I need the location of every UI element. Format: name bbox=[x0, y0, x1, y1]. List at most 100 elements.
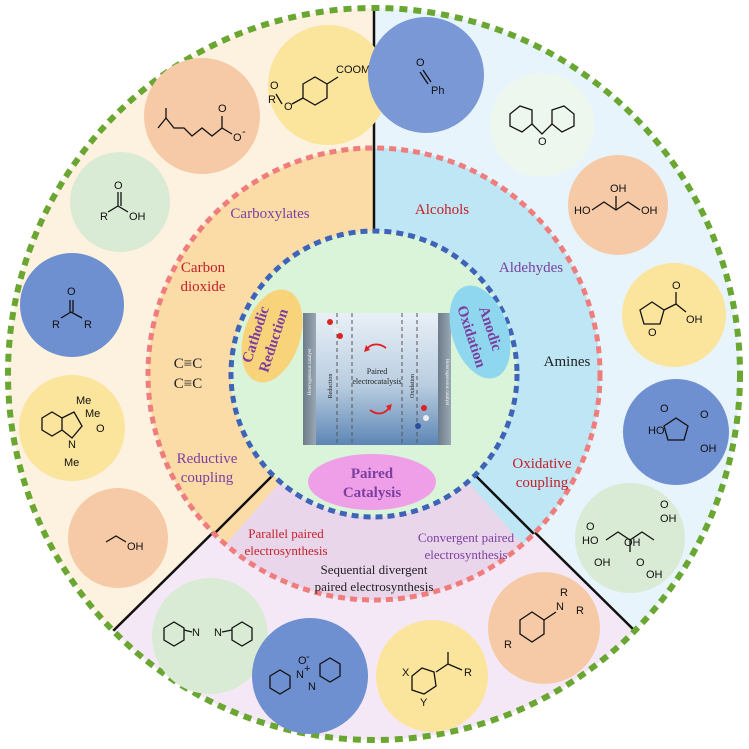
acid-r-label: R bbox=[100, 211, 108, 223]
cell-left-electrode bbox=[303, 313, 316, 445]
acid-oh-label: OH bbox=[129, 211, 146, 223]
molecule-dibenzofuran: O bbox=[490, 73, 594, 177]
label-aldehydes: Aldehydes bbox=[499, 260, 563, 276]
azo-n2-label: N bbox=[214, 627, 222, 639]
aryl-x-label: X bbox=[402, 667, 410, 679]
label-catalysis: Catalysis bbox=[343, 485, 402, 501]
aryl-r-label: R bbox=[464, 667, 472, 679]
oxindole-me2-label: Me bbox=[85, 408, 100, 420]
electrochemical-cell: Paired electrocatalysis Reduction Oxidat… bbox=[303, 313, 451, 445]
ester-r-label: R bbox=[268, 94, 276, 106]
label-dioxide: dioxide bbox=[181, 279, 226, 295]
glycerol-oh1-label: OH bbox=[610, 183, 627, 195]
label-reductive: Reductive bbox=[177, 451, 238, 467]
citric-oh2-label: OH bbox=[624, 537, 641, 549]
oxindole-bubble bbox=[19, 375, 125, 481]
amine-n-label: N bbox=[556, 601, 564, 613]
molecule-carboxylic-acid: R O OH bbox=[70, 152, 170, 252]
glycerol-oh2-label: OH bbox=[641, 205, 658, 217]
furoic-o2-label: O bbox=[672, 280, 681, 292]
citric-ho-label: HO bbox=[582, 535, 599, 547]
label-alkyne-2: C≡C bbox=[174, 376, 202, 392]
anodic-bubble bbox=[449, 285, 511, 379]
label-parallel-1: Parallel paired bbox=[248, 526, 324, 541]
azoxy-n2-label: N bbox=[308, 681, 316, 693]
label-sequential-2: paired electrosynthesis bbox=[315, 579, 434, 594]
citric-oh4-label: OH bbox=[594, 557, 611, 569]
oxindole-n-label: N bbox=[68, 439, 76, 451]
cell-right-electrode bbox=[438, 313, 451, 445]
molecule-furoic-acid: O O OH bbox=[622, 263, 726, 367]
molecule-amine: R N R R bbox=[488, 572, 600, 684]
citric-oh3-label: OH bbox=[646, 569, 663, 581]
carboxylate-bubble bbox=[144, 58, 260, 174]
azoxy-bubble bbox=[252, 618, 368, 734]
carboxylate-o2-label: O bbox=[233, 132, 242, 144]
azoxy-o-label: O bbox=[298, 655, 307, 667]
oxindole-me1-label: Me bbox=[76, 395, 91, 407]
diacid-ho-label: HO bbox=[648, 425, 665, 437]
oxindole-o-label: O bbox=[96, 423, 105, 435]
label-oxidative: Oxidative bbox=[512, 456, 571, 472]
bottom-mid-labels: Parallel paired electrosynthesis Converg… bbox=[244, 526, 514, 594]
heteroaryl-bubble bbox=[376, 620, 488, 732]
ethanol-bubble bbox=[68, 488, 168, 588]
label-alcohols: Alcohols bbox=[415, 202, 469, 218]
molecule-glycerol: HO OH OH bbox=[568, 155, 668, 255]
acid-bubble bbox=[70, 152, 170, 252]
cathodic-bubble bbox=[241, 289, 303, 383]
label-coupling-left: coupling bbox=[181, 470, 234, 486]
carboxylate-o1-label: O bbox=[218, 103, 227, 115]
molecule-citric-acid: O OH O HO OH O OH OH bbox=[575, 483, 685, 593]
dibenzofuran-bubble bbox=[490, 73, 594, 177]
amine-r1-label: R bbox=[560, 587, 568, 599]
cell-reduction-label: Reduction bbox=[328, 374, 334, 399]
ester-o2-label: O bbox=[284, 101, 293, 113]
molecule-benzaldehyde: O Ph bbox=[368, 17, 484, 133]
diacid-bubble bbox=[623, 379, 729, 485]
right-mid-labels: Alcohols Aldehydes Amines Oxidative coup… bbox=[415, 202, 591, 491]
glycerol-bubble bbox=[568, 155, 668, 255]
molecule-azoxy: O - N + N bbox=[252, 618, 368, 734]
cell-right-electrode-label: Heterogeneous catalyst bbox=[444, 359, 449, 406]
cell-left-electrode-label: Heterogeneous catalyst bbox=[308, 348, 313, 395]
ketone-bubble bbox=[20, 253, 124, 357]
molecule-heteroaryl: X Y R bbox=[376, 620, 488, 732]
diacid-o2-label: O bbox=[700, 409, 709, 421]
carboxylate-charge-label: - bbox=[242, 126, 246, 138]
furoic-o-label: O bbox=[648, 327, 657, 339]
molecule-ester: COOMe O R O bbox=[268, 25, 388, 145]
label-carboxylates: Carboxylates bbox=[230, 206, 309, 222]
label-paired: Paired bbox=[351, 466, 394, 482]
acid-o-label: O bbox=[114, 180, 123, 192]
azoxy-plus-label: + bbox=[304, 663, 310, 675]
ketone-r2-label: R bbox=[84, 319, 92, 331]
ester-bubble bbox=[268, 25, 388, 145]
paired-bubble bbox=[308, 454, 436, 510]
cell-body bbox=[303, 313, 451, 445]
label-amines: Amines bbox=[544, 354, 591, 370]
benzaldehyde-ph-label: Ph bbox=[431, 85, 444, 97]
glycerol-ho-label: HO bbox=[574, 205, 591, 217]
label-carbon: Carbon bbox=[181, 260, 226, 276]
azo-bubble bbox=[152, 578, 268, 694]
label-convergent-2: electrosynthesis bbox=[424, 547, 507, 562]
inner-dashed-border bbox=[228, 228, 520, 520]
citric-oh1-label: OH bbox=[660, 513, 677, 525]
label-coupling-right: coupling bbox=[516, 475, 569, 491]
citric-o2-label: O bbox=[586, 521, 595, 533]
oxindole-me3-label: Me bbox=[64, 457, 79, 469]
outer-dashed-border bbox=[5, 5, 743, 743]
ketone-r1-label: R bbox=[52, 319, 60, 331]
amine-r2-label: R bbox=[576, 605, 584, 617]
molecule-ethanol: OH bbox=[68, 488, 168, 588]
ester-o1-label: O bbox=[270, 80, 279, 92]
azo-n1-label: N bbox=[192, 627, 200, 639]
amine-r3-label: R bbox=[504, 639, 512, 651]
azoxy-minus-label: - bbox=[306, 651, 310, 663]
diacid-o1-label: O bbox=[660, 403, 669, 415]
molecule-ketone: O R R bbox=[20, 253, 124, 357]
diacid-oh-label: OH bbox=[700, 443, 717, 455]
benzaldehyde-o-label: O bbox=[416, 57, 425, 69]
label-parallel-2: electrosynthesis bbox=[244, 543, 327, 558]
